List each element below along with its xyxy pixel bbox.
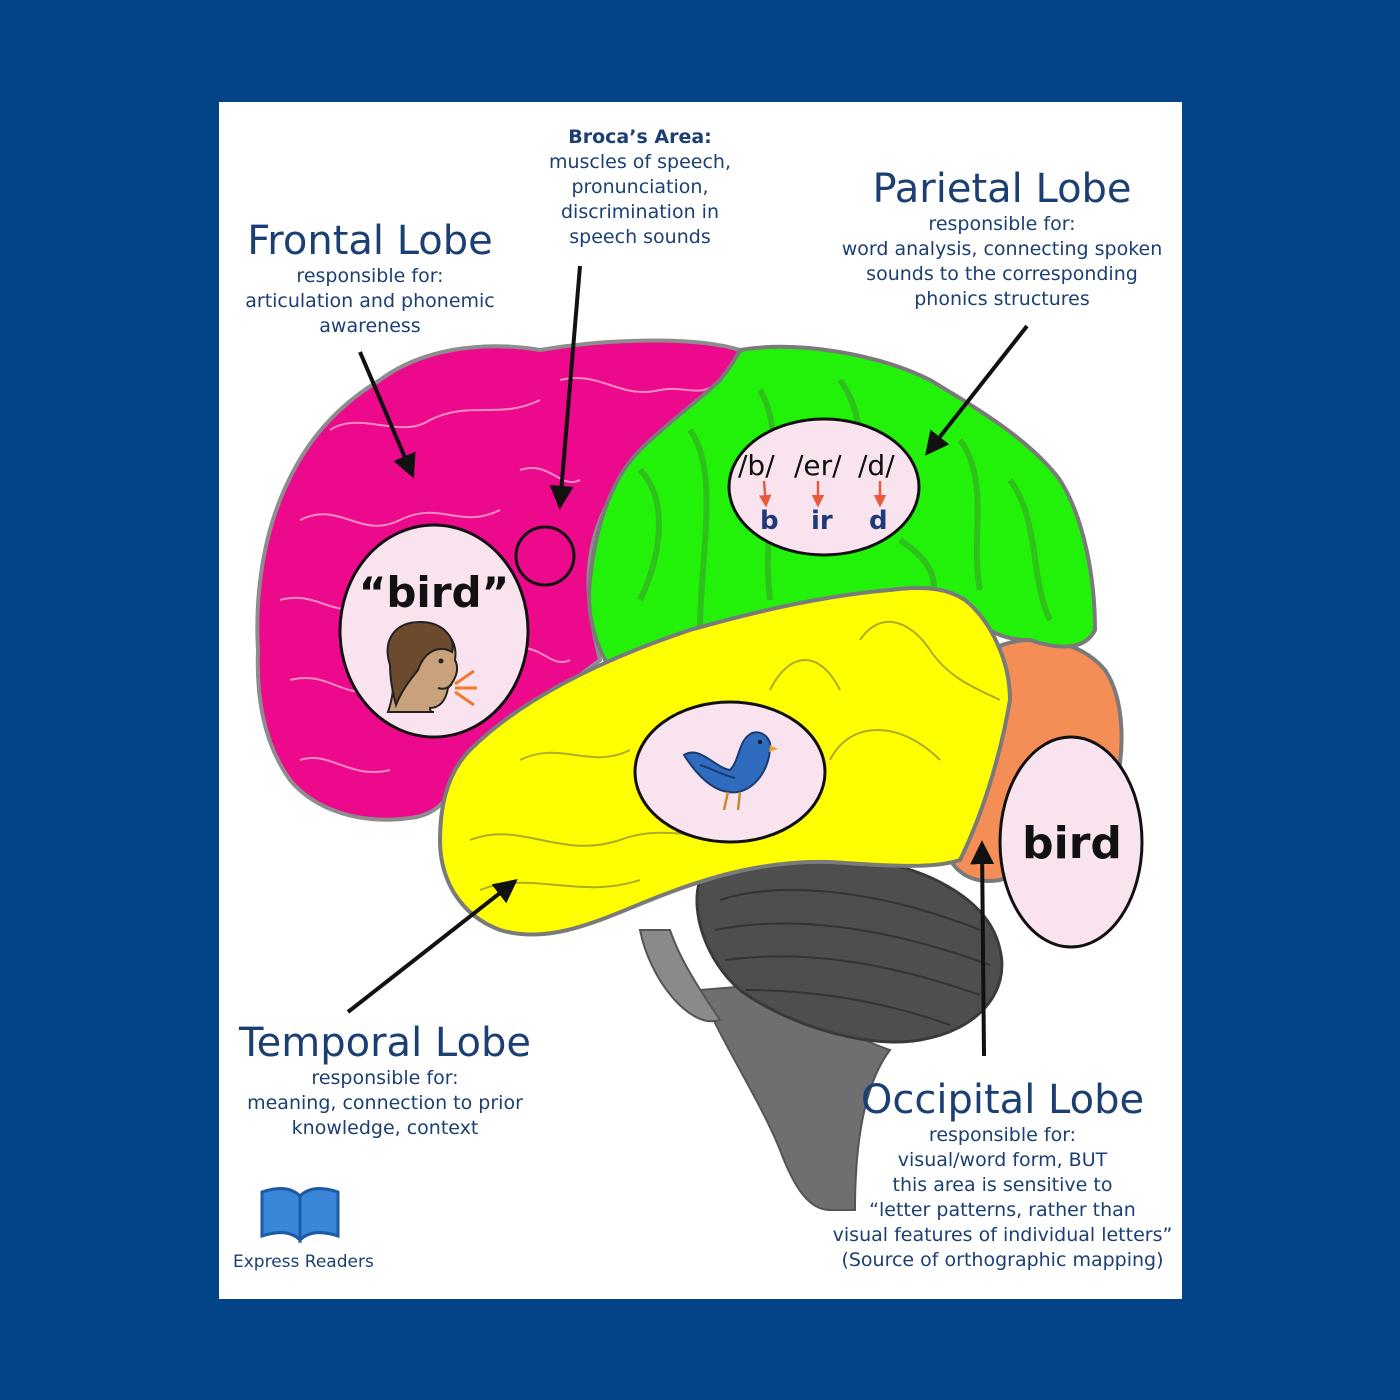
frontal-lobe-subtitle: responsible for:: [296, 265, 444, 287]
broca-arrow: [549, 265, 582, 510]
open-book-icon: [260, 1187, 340, 1244]
occipital-lobe-line: visual/word form, BUT: [897, 1149, 1108, 1171]
parietal-lobe-line: phonics structures: [914, 288, 1090, 310]
occipital-lobe-subtitle: responsible for:: [928, 1124, 1077, 1146]
occipital-lobe-line: “letter patterns, rather than: [869, 1199, 1136, 1221]
grapheme-ir: ir: [811, 506, 833, 536]
occipital-lobe-label: Occipital Lobe responsible for: visual/w…: [830, 1077, 1175, 1273]
temporal-arrow: [346, 879, 518, 1014]
broca-area-line: speech sounds: [569, 226, 711, 248]
temporal-lobe-label: Temporal Lobe responsible for: meaning, …: [225, 1020, 545, 1141]
speaking-person-icon: [386, 620, 477, 713]
occipital-arrow: [970, 840, 995, 1057]
phonics-bubble: [727, 417, 921, 557]
temporal-lobe-line: meaning, connection to prior: [247, 1092, 523, 1114]
occipital-lobe-line: visual features of individual letters”: [832, 1224, 1173, 1246]
frontal-lobe-title: Frontal Lobe: [247, 218, 493, 264]
phoneme-d: /d/: [858, 449, 895, 482]
temporal-lobe-subtitle: responsible for:: [311, 1067, 459, 1089]
frontal-arrow: [358, 351, 416, 479]
frontal-lobe-line: articulation and phonemic: [245, 290, 495, 312]
temporal-lobe-title: Temporal Lobe: [239, 1020, 531, 1066]
broca-area-line: discrimination in: [560, 201, 719, 223]
broca-area-line: muscles of speech,: [548, 151, 732, 173]
parietal-lobe-subtitle: responsible for:: [928, 213, 1076, 235]
grapheme-d: d: [869, 506, 888, 536]
phoneme-to-grapheme-arrows: [758, 480, 887, 508]
broca-area-label: Broca’s Area: muscles of speech, pronunc…: [530, 125, 750, 250]
occipital-lobe-line: (Source of orthographic mapping): [841, 1249, 1164, 1271]
parietal-lobe-label: Parietal Lobe responsible for: word anal…: [832, 166, 1172, 312]
occipital-lobe-line: this area is sensitive to: [892, 1174, 1113, 1196]
frontal-lobe-line: awareness: [319, 315, 421, 337]
blue-bird-icon: [682, 731, 778, 811]
printed-word-bubble: [998, 735, 1144, 949]
temporal-lobe-line: knowledge, context: [291, 1117, 479, 1139]
grapheme-b: b: [760, 506, 779, 536]
phoneme-b: /b/: [738, 449, 775, 482]
printed-word-text: bird: [1022, 818, 1122, 869]
frontal-lobe-label: Frontal Lobe responsible for: articulati…: [220, 218, 520, 339]
occipital-lobe-title: Occipital Lobe: [860, 1077, 1145, 1123]
parietal-arrow: [925, 324, 1029, 456]
logo-text: Express Readers: [233, 1252, 374, 1272]
broca-area-line: pronunciation,: [571, 176, 709, 198]
pointer-arrows: [346, 265, 1029, 1057]
spoken-word-text: “bird”: [358, 568, 510, 617]
parietal-lobe-title: Parietal Lobe: [872, 166, 1132, 212]
broca-area-marker: [514, 525, 576, 587]
parietal-lobe-line: word analysis, connecting spoken: [841, 238, 1163, 260]
phoneme-er: /er/: [794, 449, 842, 482]
parietal-lobe-line: sounds to the corresponding: [866, 263, 1138, 285]
broca-area-heading: Broca’s Area:: [568, 126, 712, 148]
